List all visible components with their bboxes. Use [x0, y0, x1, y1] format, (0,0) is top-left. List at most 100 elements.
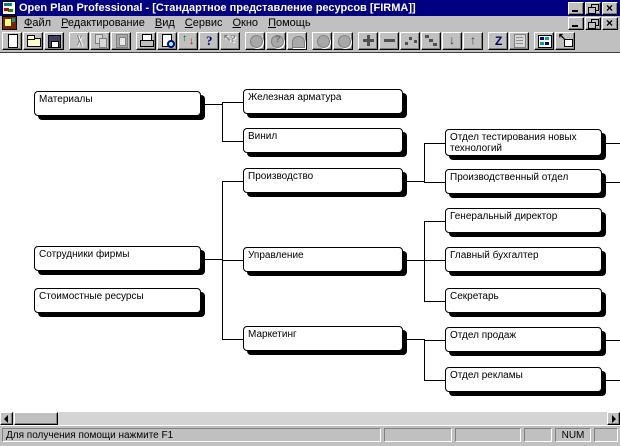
mdi-window-controls [568, 16, 618, 30]
node-chief-accountant[interactable]: Главный бухгалтер [445, 247, 602, 272]
connector-line [222, 338, 243, 340]
new-icon [5, 34, 20, 48]
remove-resource-button[interactable] [379, 32, 399, 50]
toolbar [0, 30, 620, 52]
save-button[interactable] [44, 32, 64, 50]
resource-view-4-button[interactable] [312, 32, 332, 50]
connector-line [424, 142, 425, 182]
menu-window[interactable]: Окно [232, 17, 259, 29]
node-production[interactable]: Производство [243, 168, 403, 193]
close-button[interactable] [602, 1, 618, 15]
node-materials[interactable]: Материалы [34, 91, 201, 116]
node-sales-dept[interactable]: Отдел продаж [445, 327, 602, 352]
menu-view[interactable]: Вид [154, 17, 175, 29]
scrollbar-thumb[interactable] [14, 412, 58, 425]
node-testing-dept[interactable]: Отдел тестирования новых технологий [445, 129, 602, 156]
help-icon [202, 33, 217, 49]
cut-button[interactable] [69, 32, 89, 50]
connector-line [424, 339, 445, 341]
move-up-button[interactable] [463, 32, 483, 50]
node-ads-dept[interactable]: Отдел рекламы [445, 367, 602, 392]
move-down-button[interactable] [442, 32, 462, 50]
node-general-director[interactable]: Генеральный директор [445, 208, 602, 233]
help-button[interactable] [199, 32, 219, 50]
circle-icon [315, 34, 330, 48]
menu-items: Файл Редактирование Вид Сервис Окно Помощь [19, 17, 564, 29]
connector-line [222, 140, 243, 142]
scatter-icon [403, 34, 418, 48]
menu-edit[interactable]: Редактирование [61, 17, 145, 29]
scroll-left-button[interactable] [0, 412, 13, 425]
sort-button[interactable] [488, 32, 508, 50]
paste-button[interactable] [111, 32, 131, 50]
update-icon [181, 33, 196, 48]
toolbar-group [136, 32, 240, 50]
restore-button[interactable] [585, 1, 601, 15]
connector-line [222, 101, 243, 103]
copy-icon [93, 34, 108, 48]
print-preview-button[interactable] [157, 32, 177, 50]
paste-icon [114, 34, 129, 48]
document-icon[interactable] [2, 16, 17, 30]
node-cost-resources[interactable]: Стоимостные ресурсы [34, 288, 201, 313]
circle-icon [336, 34, 351, 48]
connector-line [602, 379, 620, 381]
connector-line [602, 181, 620, 183]
notes-button[interactable] [509, 32, 529, 50]
menu-tools[interactable]: Сервис [184, 17, 223, 29]
mdi-restore-button[interactable] [585, 16, 601, 30]
copy-button[interactable] [90, 32, 110, 50]
mdi-close-button[interactable] [602, 16, 618, 30]
ctxhelp-icon [223, 33, 238, 48]
preview-icon [160, 34, 175, 48]
update-button[interactable] [178, 32, 198, 50]
circle-q-icon [269, 34, 284, 48]
dome-icon [290, 34, 305, 48]
print-icon [139, 34, 154, 48]
horizontal-scrollbar[interactable] [0, 412, 620, 425]
context-help-button[interactable] [220, 32, 240, 50]
resource-view-5-button[interactable] [333, 32, 353, 50]
window-title: Open Plan Professional - [Стандартное пр… [19, 2, 416, 14]
menu-file[interactable]: Файл [24, 17, 52, 29]
cut-icon [72, 34, 87, 48]
new-button[interactable] [2, 32, 22, 50]
scrollbar-track[interactable] [13, 412, 607, 425]
menu-help[interactable]: Помощь [268, 17, 311, 29]
print-button[interactable] [136, 32, 156, 50]
arrow-down-icon [445, 33, 460, 48]
node-employees[interactable]: Сотрудники фирмы [34, 246, 201, 271]
node-vinyl[interactable]: Винил [243, 128, 403, 153]
resource-view-3-button[interactable] [287, 32, 307, 50]
fit-window-icon [558, 32, 573, 48]
fit-window-button[interactable] [555, 32, 575, 50]
steps-icon [424, 34, 439, 48]
node-production-dept[interactable]: Производственный отдел [445, 169, 602, 194]
menu-bar: Файл Редактирование Вид Сервис Окно Помощь [0, 16, 620, 30]
mdi-minimize-button[interactable] [568, 16, 584, 30]
toolbar-group [69, 32, 131, 50]
connector-line [403, 338, 424, 340]
plus-icon [361, 34, 376, 48]
open-button[interactable] [23, 32, 43, 50]
node-rebar[interactable]: Железная арматура [243, 89, 403, 114]
status-bar: Для получения помощи нажмите F1 NUM [0, 425, 620, 446]
connector-line [403, 259, 424, 261]
connector-line [424, 220, 425, 301]
tile-window-button[interactable] [534, 32, 554, 50]
minimize-button[interactable] [568, 1, 584, 15]
connector-line [403, 180, 424, 182]
node-management[interactable]: Управление [243, 247, 403, 272]
scroll-right-button[interactable] [607, 412, 620, 425]
scatter-view-button[interactable] [400, 32, 420, 50]
resource-view-1-button[interactable] [245, 32, 265, 50]
node-marketing[interactable]: Маркетинг [243, 326, 403, 351]
node-secretary[interactable]: Секретарь [445, 288, 602, 313]
status-message: Для получения помощи нажмите F1 [2, 428, 381, 442]
resource-view-2-button[interactable] [266, 32, 286, 50]
add-resource-button[interactable] [358, 32, 378, 50]
window-controls [568, 1, 618, 15]
steps-view-button[interactable] [421, 32, 441, 50]
status-panel [455, 428, 521, 442]
